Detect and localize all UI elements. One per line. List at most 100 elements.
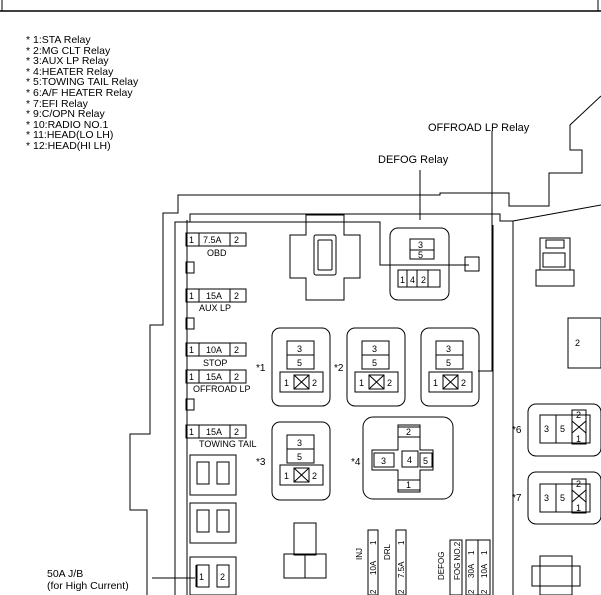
vfuse-amp: 10A xyxy=(480,563,489,578)
relay-tag: *6 xyxy=(512,425,522,436)
defog-pin: 5 xyxy=(418,250,423,260)
relay-6-inner xyxy=(539,414,591,444)
fuse-slot-obd-end xyxy=(185,261,195,274)
fuse-name: STOP xyxy=(203,358,227,368)
vfuse-inj xyxy=(367,529,379,595)
fuse-bay-2-slot-b xyxy=(216,509,230,533)
legend-item: * 12:HEAD(HI LH) xyxy=(26,139,111,152)
relay-4-pin: 5 xyxy=(423,456,428,466)
relay-3-x xyxy=(293,467,310,483)
offroad-relay-pin: 1 xyxy=(433,378,438,388)
vfuse-amp: 10A xyxy=(369,560,378,575)
fuse-amp: 10A xyxy=(206,345,222,355)
fuse-pin-left: 1 xyxy=(189,427,194,437)
relay-4-cross xyxy=(371,424,434,493)
cross-connector-top-inner xyxy=(317,239,333,271)
relay-4-pin: 2 xyxy=(406,427,411,437)
relay-1-pin: 3 xyxy=(297,344,302,354)
fuse-name: OBD xyxy=(207,248,227,258)
relay-tag: *4 xyxy=(351,457,361,468)
relay-4-pin: 4 xyxy=(407,455,412,465)
offroad-relay-x-box xyxy=(442,374,459,390)
fuse-amp: 15A xyxy=(206,372,222,382)
fuse-bay-1 xyxy=(189,454,237,496)
vfuse-pin: 2 xyxy=(369,589,378,594)
wire-terminal xyxy=(464,256,480,272)
jb-title: 50A J/B xyxy=(47,568,83,580)
vfuse-pin: 2 xyxy=(467,589,476,594)
relay-2-body xyxy=(346,327,406,407)
relay-1-pin: 5 xyxy=(297,358,302,368)
relay-7-pin: 2 xyxy=(576,479,581,489)
fuse-slot-stop xyxy=(185,342,247,357)
defog-pin: 4 xyxy=(410,275,415,285)
vfuse-extra xyxy=(477,539,491,595)
fuse-bay-1-slot-a xyxy=(196,461,210,485)
relay-legend: * 1:STA Relay * 2:MG CLT Relay * 3:AUX L… xyxy=(26,35,138,152)
jb-subtitle: (for High Current) xyxy=(47,580,129,592)
wire-defog-link xyxy=(190,221,469,266)
offroad-relay-pin: 5 xyxy=(446,358,451,368)
fuse-bay-2 xyxy=(189,502,237,544)
jb-pin: 1 xyxy=(199,572,204,582)
right-block xyxy=(567,317,601,369)
right-connector-top-inner xyxy=(542,252,566,268)
vfuse-name: DRL xyxy=(383,543,392,560)
vfuse-name: FOG NO.2 xyxy=(453,541,462,580)
relay-tag: *1 xyxy=(256,363,266,374)
offroad-relay-pin: 3 xyxy=(446,344,451,354)
offroad-relay-body xyxy=(420,327,480,407)
relay-7-pin: 5 xyxy=(560,493,565,503)
relay-6-pin: 2 xyxy=(576,410,581,420)
relay-1-pin: 1 xyxy=(284,378,289,388)
fuse-bay-1-slot-b xyxy=(216,461,230,485)
fuse-pin-left: 1 xyxy=(189,345,194,355)
vfuse-pin: 2 xyxy=(480,589,489,594)
relay-4-pin: 3 xyxy=(381,456,386,466)
defog-relay-upper xyxy=(409,238,435,260)
legend-item: * 9:C/OPN Relay xyxy=(26,108,105,121)
relay-6-pin: 5 xyxy=(560,424,565,434)
jb-pin: 2 xyxy=(220,572,225,582)
vfuse-drl xyxy=(395,529,407,595)
relay-3-lower xyxy=(279,464,324,486)
relay-4-pin: 1 xyxy=(406,480,411,490)
relay-2-pin: 3 xyxy=(372,344,377,354)
relay-2-lower xyxy=(354,371,399,393)
relay-7-cross-box xyxy=(571,478,587,514)
wire-offroad-lead xyxy=(478,131,493,372)
legend-item: * 4:HEATER Relay xyxy=(26,65,114,78)
relay-7-pin: 3 xyxy=(544,493,549,503)
relay-tag: *3 xyxy=(256,457,266,468)
relay-3-pin: 2 xyxy=(312,471,317,481)
relay-7-body xyxy=(527,471,601,525)
fuse-amp: 15A xyxy=(206,427,222,437)
fuse-slot-offroad-end xyxy=(185,398,195,411)
fuse-pin-right: 2 xyxy=(234,235,239,245)
relay-tag: *7 xyxy=(512,493,522,504)
right-connector-top-base xyxy=(535,269,575,287)
relay-3-pin: 3 xyxy=(297,438,302,448)
offroad-relay-pin: 2 xyxy=(461,378,466,388)
relay-3-pin: 5 xyxy=(297,452,302,462)
fuse-slot-aux-end xyxy=(185,317,195,330)
fuse-pin-right: 2 xyxy=(234,345,239,355)
relay-7-x xyxy=(571,489,587,503)
fuse-slot-aux xyxy=(185,288,247,303)
fuse-pin-right: 2 xyxy=(234,372,239,382)
vfuse-pin: 1 xyxy=(480,550,489,555)
bottom-right-connector-base xyxy=(531,565,581,587)
relay-3-body xyxy=(271,421,331,501)
offroad-lp-relay-label: OFFROAD LP Relay xyxy=(428,122,530,134)
cross-connector-top xyxy=(289,214,361,301)
legend-item: * 5:TOWING TAIL Relay xyxy=(26,76,139,89)
relay-4-pin3 xyxy=(373,452,395,468)
legend-item: * 7:EFI Relay xyxy=(26,97,88,110)
fuse-bay-3-slot-b xyxy=(216,564,230,588)
relay-1-x-box xyxy=(293,374,310,390)
relay-4-body xyxy=(362,416,454,500)
fuse-slot-offroad xyxy=(185,369,247,384)
relay-6-cross-box xyxy=(571,409,587,445)
fuse-bay-3-slot-a xyxy=(196,564,210,588)
